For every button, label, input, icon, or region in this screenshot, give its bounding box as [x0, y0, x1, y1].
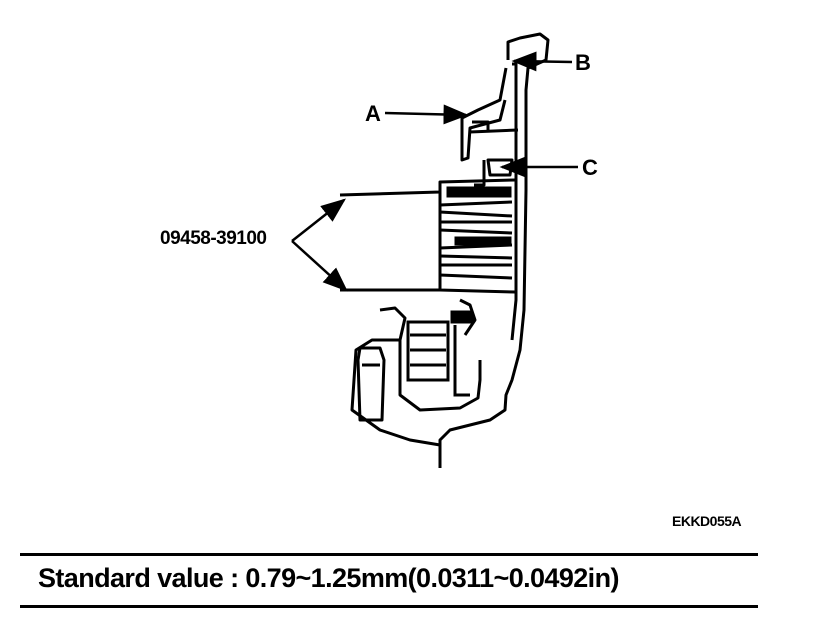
spec-divider-bottom: [20, 605, 758, 608]
leader-tool-upper: [291, 198, 346, 242]
assembly-diagram: [291, 32, 578, 468]
inner-component: [406, 310, 474, 397]
leader-tool-lower: [291, 240, 348, 292]
callout-label-b: B: [575, 50, 591, 75]
fin-pack: [439, 186, 513, 280]
standard-value-text: Standard value : 0.79~1.25mm(0.0311~0.04…: [38, 563, 619, 593]
callout-label-c: C: [582, 155, 598, 180]
leader-lines: [291, 51, 578, 292]
special-tool-number: 09458-39100: [160, 228, 267, 249]
leader-b: [511, 51, 573, 72]
figure-code: EKKD055A: [672, 513, 742, 529]
callout-label-a: A: [365, 101, 381, 126]
housing-outline: [339, 32, 550, 468]
leader-a: [384, 104, 469, 125]
spec-divider-top: [20, 553, 758, 556]
